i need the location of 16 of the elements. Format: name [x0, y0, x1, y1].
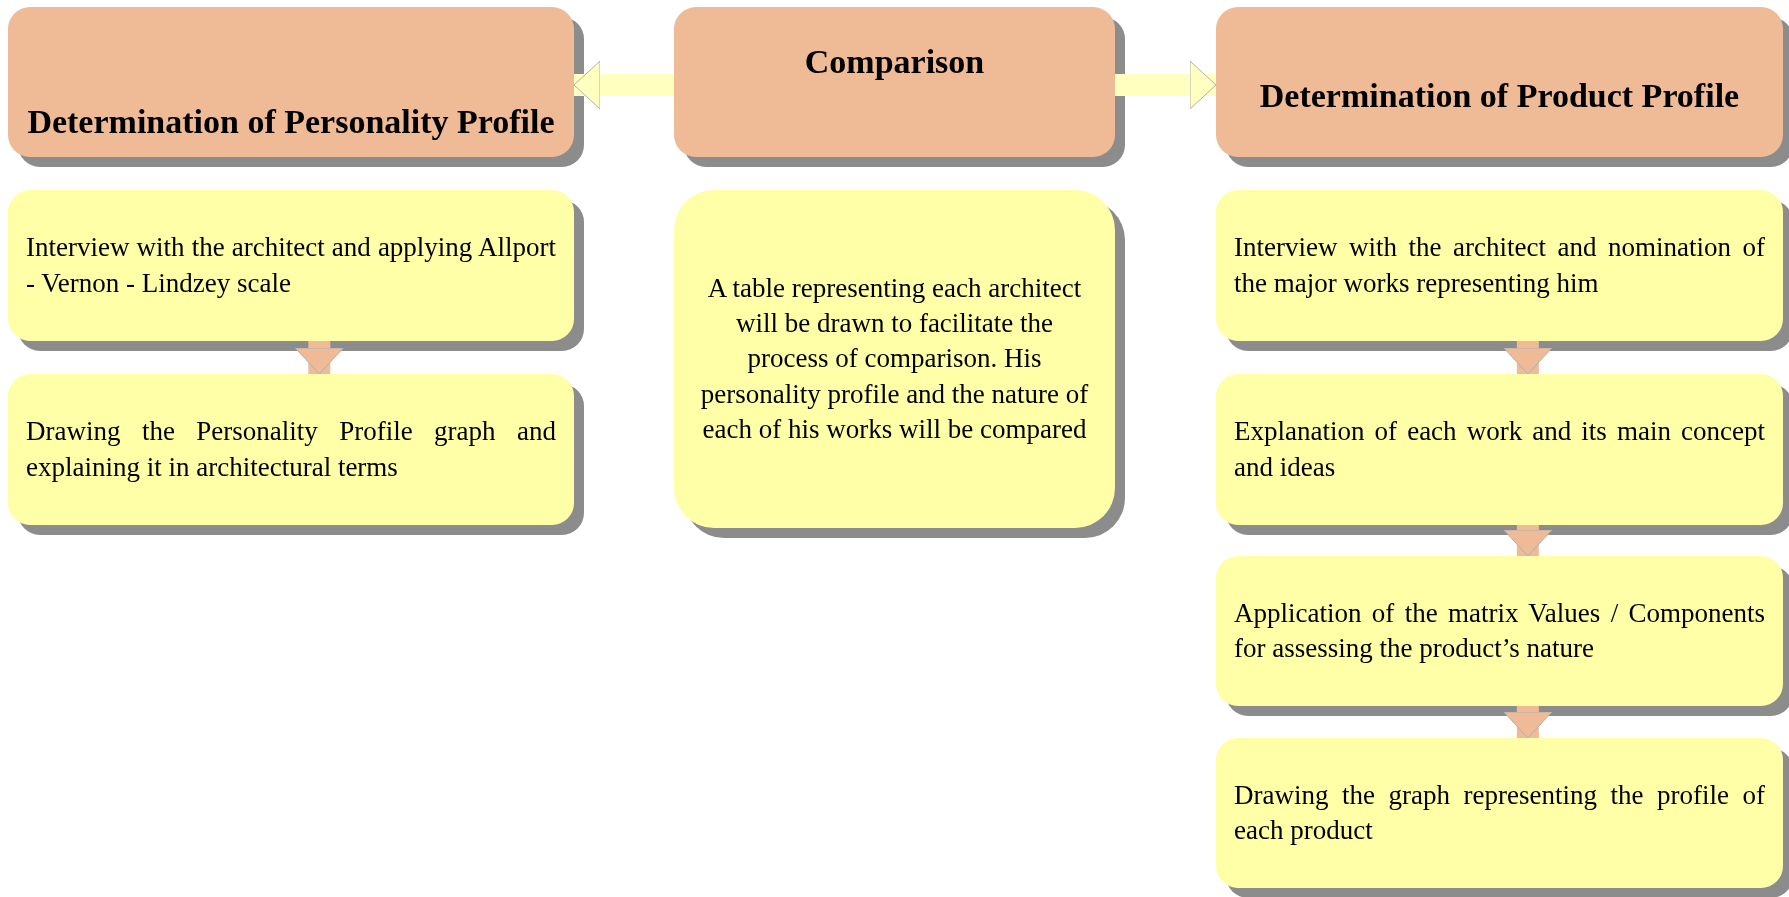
header-text: Comparison — [803, 43, 986, 81]
header-text: Determination of Product Profile — [1258, 77, 1741, 115]
header-text: Determination of Personality Profile — [26, 103, 556, 141]
block-arrow — [294, 341, 344, 375]
block-arrow — [1503, 341, 1553, 375]
step-text: Application of the matrix Values / Components for assessing the product’s nature — [1234, 596, 1765, 665]
step-text: Interview with the architect and nomination of the major works representing him — [1234, 231, 1765, 300]
block-arrow — [1115, 60, 1217, 110]
step-text: Explanation of each work and its main concept and ideas — [1234, 415, 1765, 484]
step-text: Drawing the graph representing the profile of each product — [1234, 778, 1765, 847]
step-text: Interview with the architect and applying Allport - Vernon - Lindzey scale — [26, 231, 556, 300]
step-text: A table representing each architect will be drawn to facilitate the process of comparison. His personality profile and the nature of each of his works will be compared — [700, 272, 1089, 446]
block-arrow — [573, 60, 674, 110]
step-text: Drawing the Personality Profile graph and explaining it in architectural terms — [26, 415, 556, 484]
block-arrow — [1503, 525, 1553, 557]
block-arrow — [1503, 706, 1553, 739]
